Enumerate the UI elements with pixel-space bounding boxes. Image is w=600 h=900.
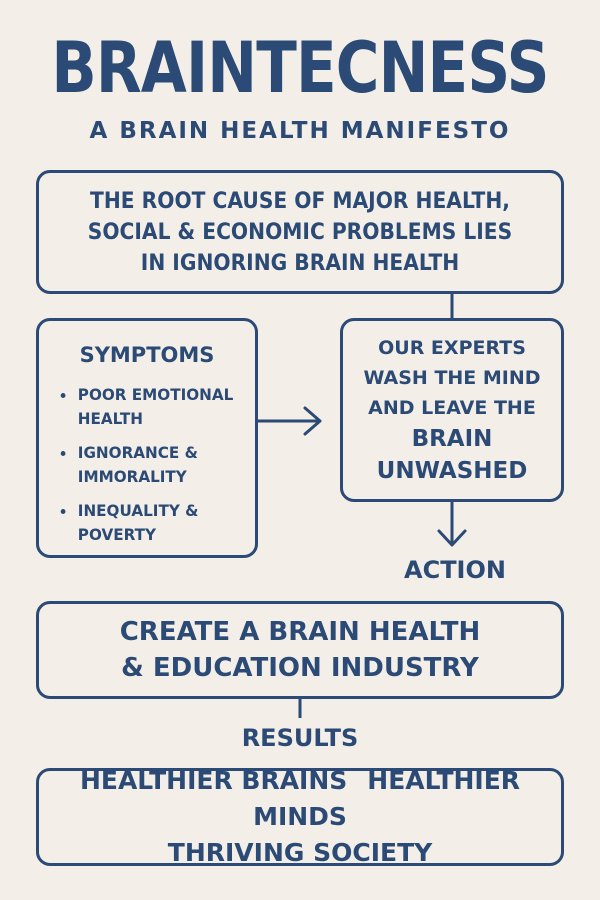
action-line: & EDUCATION INDUSTRY [121,653,479,683]
bullet-icon [60,451,66,456]
symptoms-title: SYMPTOMS [79,343,215,367]
symptoms-to-experts-arrow [258,406,322,436]
result-item: HEALTHIER BRAINS [79,766,348,795]
symptom-item: POOR EMOTIONAL HEALTH [55,383,245,431]
symptoms-box: SYMPTOMS POOR EMOTIONAL HEALTH IGNORANCE… [36,318,258,558]
result-item: HEALTHIER MINDS [253,766,521,831]
experts-line: AND LEAVE THE [368,397,536,419]
symptom-item: IGNORANCE & IMMORALITY [55,441,245,489]
experts-box: OUR EXPERTS WASH THE MIND AND LEAVE THE … [340,318,564,502]
action-label: ACTION [404,556,506,584]
symptom-item: INEQUALITY & POVERTY [55,499,245,547]
symptom-item-label: POOR EMOTIONAL HEALTH [77,385,234,428]
bullet-icon [60,393,66,398]
experts-line: WASH THE MIND [363,367,541,389]
action-line: CREATE A BRAIN HEALTH [119,617,481,647]
experts-to-action-arrow [437,502,467,547]
root-cause-text: THE ROOT CAUSE OF MAJOR HEALTH, SOCIAL &… [87,188,513,276]
page-subtitle: A BRAIN HEALTH MANIFESTO [89,118,511,144]
results-label: RESULTS [241,724,359,752]
action-text: CREATE A BRAIN HEALTH & EDUCATION INDUST… [120,614,481,686]
symptoms-list: POOR EMOTIONAL HEALTH IGNORANCE & IMMORA… [55,383,255,557]
experts-text: OUR EXPERTS WASH THE MIND AND LEAVE THE … [363,333,540,487]
experts-line: UNWASHED [376,458,528,484]
experts-line: OUR EXPERTS [378,337,526,359]
symptom-item-label: INEQUALITY & POVERTY [77,501,199,544]
experts-line: BRAIN [411,426,493,452]
symptom-item-label: IGNORANCE & IMMORALITY [77,443,198,486]
result-item: THRIVING SOCIETY [167,838,433,867]
action-box: CREATE A BRAIN HEALTH & EDUCATION INDUST… [36,601,564,699]
bullet-icon [60,509,66,514]
root-cause-box: THE ROOT CAUSE OF MAJOR HEALTH, SOCIAL &… [36,170,564,294]
page-title: BRAINTECNESS [51,27,549,109]
